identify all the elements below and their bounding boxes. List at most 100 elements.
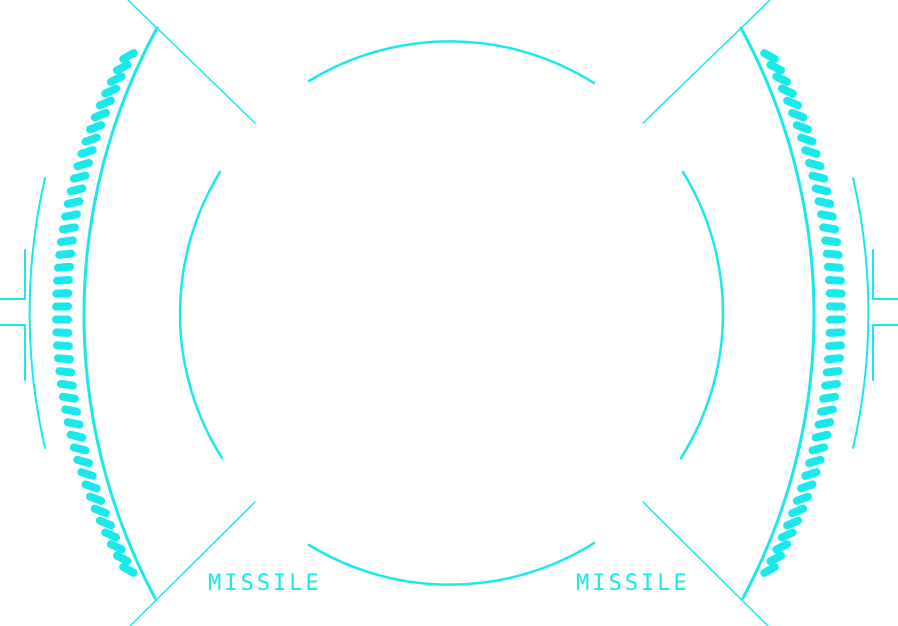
right-gauge-segment [766, 551, 786, 566]
right-gauge-segment [783, 516, 803, 530]
right-gauge-segment [760, 49, 779, 63]
reticle-arc-right [679, 170, 725, 460]
left-gauge-segment [56, 236, 77, 247]
corner-line-top-left [127, 0, 256, 124]
left-gauge-segment [63, 418, 84, 429]
right-gauge-segment [822, 249, 843, 259]
left-gauge-segment [61, 210, 81, 221]
left-gauge-segment [58, 223, 79, 234]
right-gauge-segment [797, 480, 817, 493]
right-side-bracket [872, 249, 898, 381]
right-gauge-segment [792, 121, 813, 134]
left-gauge-segment [119, 563, 138, 577]
left-gauge-segment [77, 468, 97, 480]
right-gauge-segment [825, 328, 846, 337]
left-gauge-segment [54, 354, 74, 364]
right-gauge-segment [825, 341, 845, 351]
left-gauge-segment [90, 504, 110, 518]
right-gauge-segment [772, 72, 792, 86]
left-gauge-segment [55, 367, 76, 377]
right-gauge-segment [805, 158, 825, 171]
right-gauge-segment [788, 504, 808, 518]
right-missile-gauge [760, 49, 846, 577]
reticle-arc-left [178, 170, 224, 460]
reticle-arc-top [307, 40, 596, 85]
left-gauge-segment [73, 455, 93, 468]
left-gauge-segment [85, 121, 106, 134]
right-gauge-segment [824, 262, 844, 272]
right-gauge-segment [777, 84, 797, 98]
right-gauge-segment [825, 289, 846, 298]
right-gauge-segment [822, 367, 843, 377]
left-gauge-segment [106, 540, 126, 554]
right-gauge-segment [825, 275, 845, 285]
corner-line-top-right [642, 0, 771, 124]
left-side-bracket [0, 249, 26, 381]
left-gauge-segment [81, 480, 101, 493]
left-gauge-segment [54, 262, 74, 272]
right-gauge-segment [817, 210, 837, 221]
right-gauge-segment [817, 405, 837, 416]
left-gauge-segment [53, 275, 73, 285]
left-weapon-label: MISSILE [208, 571, 322, 596]
left-gauge-segment [101, 84, 121, 98]
left-gauge-segment [69, 171, 90, 183]
corner-line-bottom-right [642, 501, 769, 626]
right-gauge-segment [814, 197, 835, 208]
right-weapon-label: MISSILE [576, 571, 690, 596]
right-gauge-segment [819, 223, 840, 234]
right-gauge-segment [819, 392, 840, 403]
right-gauge-segment [811, 430, 832, 442]
left-gauge-segment [101, 528, 121, 542]
reticle-arc-bottom [307, 541, 596, 586]
right-gauge-segment [825, 315, 846, 324]
left-gauge-segment [53, 341, 73, 351]
left-gauge-segment [52, 289, 73, 298]
right-gauge-segment [808, 171, 829, 183]
left-gauge-segment [56, 379, 77, 390]
left-gauge-segment [73, 158, 93, 171]
left-gauge-segment [66, 430, 87, 442]
left-gauge-segment [85, 492, 106, 505]
right-gauge-segment [777, 528, 797, 542]
left-gauge-segment [95, 516, 115, 530]
right-gauge-outer-arc [739, 26, 816, 600]
right-gauge-segment [825, 302, 846, 311]
right-gauge-segment [821, 379, 842, 390]
left-gauge-segment [66, 184, 87, 196]
right-gauge-segment [788, 108, 808, 122]
left-gauge-segment [112, 551, 132, 566]
left-gauge-segment [63, 197, 84, 208]
left-gauge-segment [55, 249, 76, 259]
right-gauge-segment [808, 443, 829, 455]
right-gauge-segment [821, 236, 842, 247]
left-gauge-segment [95, 96, 115, 110]
left-side-arc [28, 177, 46, 449]
right-gauge-segment [801, 146, 821, 158]
right-gauge-segment [760, 563, 779, 577]
right-gauge-segment [797, 133, 817, 146]
right-gauge-segment [805, 455, 825, 468]
left-gauge-segment [52, 302, 73, 311]
left-gauge-segment [52, 315, 73, 324]
left-gauge-segment [112, 60, 132, 75]
right-gauge-segment [783, 96, 803, 110]
right-side-arc [852, 177, 870, 449]
left-gauge-segment [106, 72, 126, 86]
left-gauge-segment [77, 146, 97, 158]
right-gauge-segment [811, 184, 832, 196]
left-gauge-segment [52, 328, 73, 337]
left-gauge-outer-arc [82, 26, 159, 600]
left-gauge-segment [69, 443, 90, 455]
left-missile-gauge [52, 49, 138, 577]
right-gauge-segment [824, 354, 844, 364]
left-gauge-segment [81, 133, 101, 146]
right-gauge-segment [801, 468, 821, 480]
right-gauge-segment [766, 60, 786, 75]
left-gauge-segment [90, 108, 110, 122]
right-gauge-segment [772, 540, 792, 554]
right-gauge-segment [792, 492, 813, 505]
left-gauge-segment [119, 49, 138, 63]
